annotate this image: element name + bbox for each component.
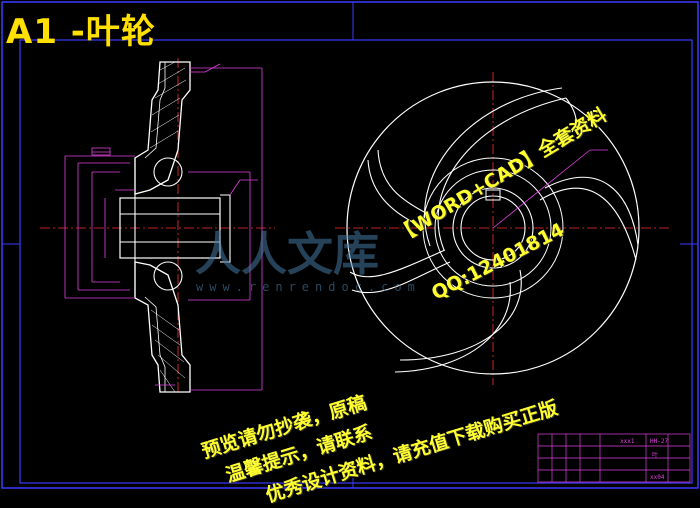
cad-drawing-canvas [1, 1, 699, 489]
keyway [485, 189, 501, 201]
upper-shroud [134, 61, 191, 195]
impeller-outer-circle [346, 81, 640, 375]
seal-ring-upper [153, 157, 183, 187]
hub-circle [452, 187, 534, 269]
hub-bore [119, 197, 221, 259]
hub-outer-circle [434, 169, 552, 287]
section-dimensions [64, 63, 263, 391]
title-block-cell-d: xx04 [650, 474, 665, 481]
inner-frame [19, 39, 693, 484]
title-block-cell-c: 叶 [652, 452, 659, 459]
seal-ring-lower [153, 261, 183, 291]
title-block-cell-b: HH-27 [650, 438, 669, 445]
front-dimensions [492, 149, 608, 229]
section-hatching [149, 61, 187, 393]
lower-shroud-inner [144, 296, 166, 392]
watermark-logo-text: 人人文库 [195, 227, 379, 281]
title-block-cell-a: xxx1 [620, 438, 635, 445]
bore-circle [460, 195, 526, 261]
lower-shroud [134, 261, 191, 393]
title-block [537, 433, 691, 483]
section-view [40, 58, 275, 395]
front-view [335, 72, 670, 385]
impeller-blades [349, 87, 639, 373]
hub-outline [134, 158, 231, 298]
drawing-title: A1 -叶轮 [6, 12, 156, 52]
impeller-inlet-circle [422, 157, 564, 299]
watermark-url: www.renrendoc.com [196, 280, 421, 294]
upper-shroud-inner [144, 62, 166, 159]
outer-frame [1, 1, 699, 489]
